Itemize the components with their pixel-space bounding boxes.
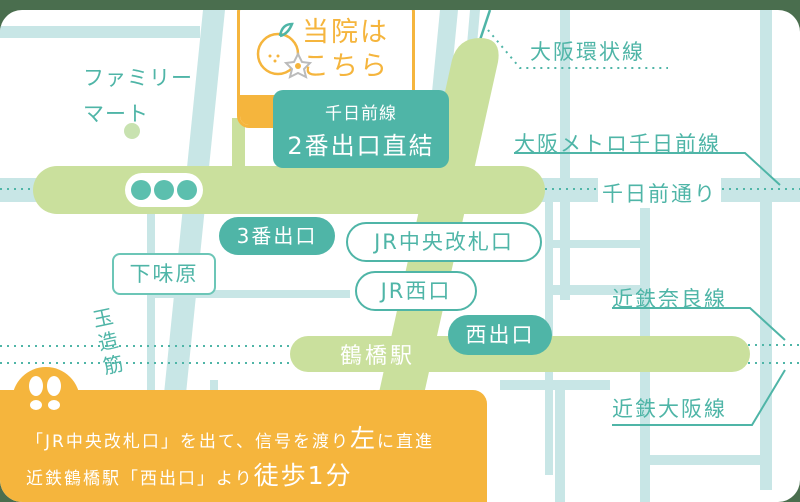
jr-west-exit-label: JR西口 (355, 271, 477, 311)
direct-exit-description: 2番出口直結 (287, 132, 435, 160)
directions-line1-end: に直進 (377, 432, 434, 452)
traffic-light-icon (125, 173, 203, 207)
destination-title: 当院は こちら (302, 16, 412, 84)
jr-central-gate-label: JR中央改札口 (346, 222, 542, 262)
traffic-light-lamp (177, 180, 197, 200)
shimoajihara-label: 下味原 (112, 253, 216, 295)
directions-panel (0, 390, 487, 502)
familymart-label-line2: マート (83, 102, 149, 126)
traffic-light-lamp (131, 180, 151, 200)
direct-exit-callout: 千日前線 2番出口直結 (273, 90, 449, 168)
directions-turn-left: 左 (349, 424, 377, 453)
directions-line2: 近鉄鶴橋駅「西出口」より徒歩1分 (26, 459, 434, 496)
walking-time: 徒歩1分 (253, 461, 353, 490)
kintetsu-osaka-line-label: 近鉄大阪線 (612, 397, 727, 421)
familymart-label: ファミリー マート (83, 60, 193, 132)
exit-3-label: 3番出口 (219, 217, 335, 255)
destination-title-line2: こちら (302, 51, 389, 82)
metro-sennichimae-line-label: 大阪メトロ千日前線 (514, 132, 721, 156)
directions-text: 「JR中央改札口」を出て、信号を渡り左に直進 近鉄鶴橋駅「西出口」より徒歩1分 (26, 422, 434, 496)
access-map: 当院は こちら 千日前線 2番出口直結 ファミリー マート 下味原 玉造筋 3番… (0, 10, 800, 502)
traffic-light-lamp (154, 180, 174, 200)
tsuruhashi-station-label: 鶴橋駅 (340, 344, 416, 369)
direct-exit-line-name: 千日前線 (325, 104, 397, 124)
kintetsu-west-exit-label: 西出口 (448, 315, 552, 355)
directions-line1: 「JR中央改札口」を出て、信号を渡り左に直進 (26, 422, 434, 459)
orange-fruit-and-flower-icon (256, 22, 313, 79)
footprints-icon (29, 376, 61, 410)
familymart-label-line1: ファミリー (83, 66, 193, 90)
osaka-loop-line-label: 大阪環状線 (530, 40, 645, 64)
directions-line2-text: 近鉄鶴橋駅「西出口」より (26, 469, 254, 489)
kintetsu-nara-line-label: 近鉄奈良線 (612, 287, 727, 311)
sennichimae-dori-label: 千日前通り (598, 178, 721, 208)
directions-line1-text: 「JR中央改札口」を出て、信号を渡り (26, 432, 350, 452)
destination-title-line1: 当院は (302, 17, 389, 48)
